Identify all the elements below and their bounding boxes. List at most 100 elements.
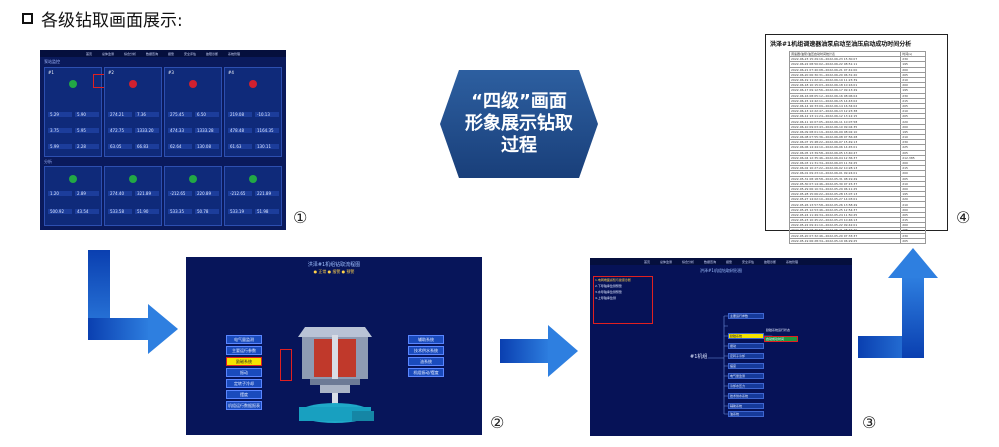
tree-node-active[interactable]: 励磁系统 [728,333,764,339]
tree-navbar: 首页 总体监测 综合分析 数据查询 报警 安全评估 故障诊断 系统管理 [590,258,852,265]
unit-card[interactable]: #3 275.45 6.50 474.33 1333.28 62.64 130.… [164,67,222,157]
arrow-right [500,339,550,363]
unit-card[interactable]: 1.20 2.89 500.92 43.54 [44,166,102,226]
card-title: #2 [108,70,114,75]
tree-leaf-highlight[interactable]: 启动成功时间 [764,336,798,342]
tree-node[interactable]: 主要运行参数 [728,313,764,319]
value-cell: 5.95 [75,128,99,133]
value-cell: 63.05 [108,144,132,149]
list-item[interactable]: 1.电网端面感知与健康诊断 [595,278,631,282]
tree-node[interactable]: 技术供水系统 [728,393,764,399]
left-menu-button[interactable]: 机组运行数据报表 [226,401,262,410]
nav-item[interactable]: 总体监测 [101,51,114,56]
value-cell: 321.89 [135,191,159,196]
nav-item[interactable]: 安全评估 [742,259,755,264]
hexagon-line: 过程 [501,135,537,156]
value-cell: 5.29 [48,112,72,117]
value-cell: 221.89 [255,191,279,196]
tree-node[interactable]: 电气量监测 [728,373,764,379]
heading-text: 各级钻取画面展示: [41,11,183,31]
highlight-box [280,349,292,381]
left-menu-button[interactable]: 振动 [226,368,262,377]
value-cell: 130.11 [255,144,279,149]
side-list: 1.电网端面感知与健康诊断 2.下导轴承监测预警 3.水导轴承监测预警 4.上导… [593,276,653,324]
nav-item[interactable]: 系统管理 [228,51,241,56]
unit-card[interactable]: 274.40 321.89 533.58 51.90 [104,166,162,226]
tree-node[interactable]: 辅助系统 [728,403,764,409]
status-alarm-icon [129,80,137,88]
value-cell: 1333.28 [195,128,219,133]
value-cell: 50.78 [195,209,219,214]
right-menu-button[interactable]: 油系统 [408,357,444,366]
unit-card[interactable]: #1 5.29 5.90 3.75 5.95 5.99 2.28 [44,67,107,157]
hexagon-line: “四级”画面 [471,91,567,112]
value-cell: 51.90 [135,209,159,214]
nav-item[interactable]: 数据查询 [145,51,158,56]
arrow-down-right [88,318,150,340]
value-cell: 61.63 [228,144,252,149]
right-menu-button[interactable]: 辅助系统 [408,335,444,344]
left-menu-button-active[interactable]: 励磁系统 [226,357,262,366]
value-cell: 274.21 [108,112,132,117]
value-cell: 533.19 [228,209,252,214]
value-cell: 5.90 [75,112,99,117]
tree-node[interactable]: 油系统 [728,411,764,417]
right-menu-button[interactable]: 机组振动/摆度 [408,368,444,377]
tree-node[interactable]: 振动 [728,343,764,349]
status-legend: ● 正常 ● 报警 ● 预警 [313,269,355,274]
unit-card[interactable]: -212.65 220.89 533.35 50.78 [164,166,222,226]
panel-dashboard: 首页 总体监测 综合分析 数据查询 报警 安全评估 故障诊断 系统管理 泵站监控… [40,50,286,230]
card-grid-bottom: 1.20 2.89 500.92 43.54 274.40 321.89 533… [44,166,282,226]
arrow-head-up-icon [888,248,938,278]
status-normal-icon [189,175,197,183]
nav-item[interactable]: 故障诊断 [764,259,777,264]
value-cell: 62.64 [168,144,192,149]
value-cell: 472.75 [108,128,132,133]
left-menu-button[interactable]: 电气量监测 [226,335,262,344]
panel-flow-diagram: 洪泽#1机组钻取流程图 ● 正常 ● 报警 ● 预警 电气量监测 主要运行参数 … [186,257,482,435]
tree-center-node[interactable]: #1机组 [690,354,708,360]
arrow-up-right [902,276,924,358]
nav-item[interactable]: 数据查询 [703,259,716,264]
nav-item[interactable]: 首页 [85,51,92,56]
list-item[interactable]: 2.下导轴承监测预警 [595,284,622,288]
value-cell: 478.48 [228,128,252,133]
nav-item[interactable]: 报警 [726,259,733,264]
value-cell: -212.65 [228,191,252,196]
marker-3: ③ [862,413,877,432]
nav-item[interactable]: 系统管理 [786,259,799,264]
nav-item[interactable]: 报警 [168,51,175,56]
nav-item[interactable]: 安全评估 [184,51,197,56]
panel-title: 洪泽#1机组钻取树形图 [700,268,742,273]
tree-node[interactable]: 冷却水压力 [728,383,764,389]
tree-node[interactable]: 摆度 [728,363,764,369]
page-heading: 各级钻取画面展示: [22,6,183,31]
nav-item[interactable]: 综合分析 [123,51,136,56]
card-title: #3 [168,70,174,75]
popup-label: 励磁系统运行状态 [766,328,791,332]
unit-card[interactable]: #4 219.08 -10.13 478.48 1164.35 61.63 13… [224,67,282,157]
nav-item[interactable]: 首页 [643,259,650,264]
list-item[interactable]: 3.水导轴承监测预警 [595,290,622,294]
value-cell: 43.54 [75,209,99,214]
panel-title: 洪泽#1机组钻取流程图 [307,262,361,268]
status-alarm-icon [189,80,197,88]
left-menu-button[interactable]: 摆度 [226,390,262,399]
report-table: 调速器/油泵/油压启动时间统计表 时间(s) 2022-06-23 15:29:… [788,50,926,244]
left-menu-button[interactable]: 定转子冷却 [226,379,262,388]
value-cell: -212.65 [168,191,192,196]
tree-node[interactable]: 定转子冷却 [728,353,764,359]
unit-card[interactable]: #2 274.21 7.36 472.75 1333.20 63.05 66.8… [104,67,162,157]
section-label-bottom: 分析 [44,159,52,164]
value-cell: 1.20 [48,191,72,196]
left-menu-button[interactable]: 主要运行参数 [226,346,262,355]
right-menu-button[interactable]: 技术供水系统 [408,346,444,355]
dashboard-navbar: 首页 总体监测 综合分析 数据查询 报警 安全评估 故障诊断 系统管理 [40,50,286,57]
unit-card[interactable]: -212.65 221.89 533.19 51.98 [224,166,282,226]
value-cell: 51.98 [255,209,279,214]
nav-item[interactable]: 综合分析 [681,259,694,264]
nav-item[interactable]: 故障诊断 [206,51,219,56]
nav-item[interactable]: 总体监测 [659,259,672,264]
list-item[interactable]: 4.上导轴承监测 [595,296,616,300]
